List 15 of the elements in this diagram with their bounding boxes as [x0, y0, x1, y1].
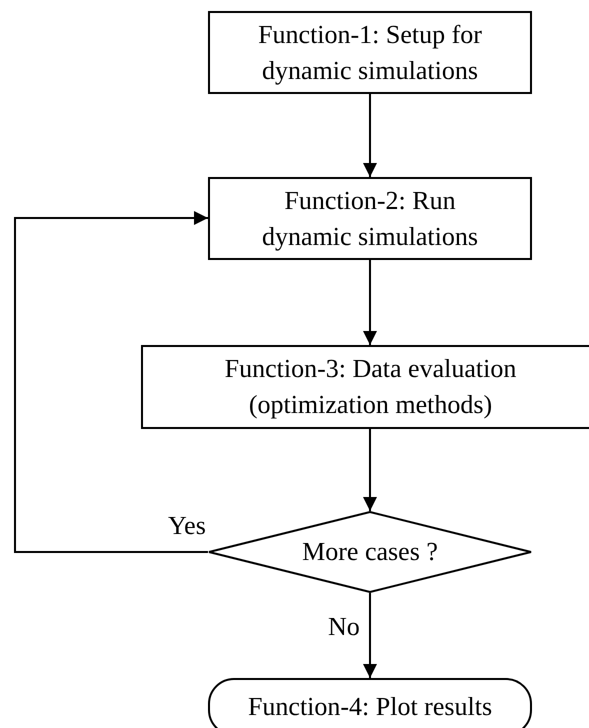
arrow [14, 211, 208, 553]
node-text: Function-4: Plot results [248, 691, 492, 723]
node-text: More cases ? [302, 536, 438, 568]
node-text: Function-1: Setup for dynamic simulations [257, 18, 483, 87]
arrow [363, 94, 377, 177]
arrow [363, 429, 377, 511]
decision-diamond [208, 511, 532, 593]
node-text: Function-3: Data evaluation (optimization methods) [224, 353, 518, 421]
process-box [208, 11, 532, 94]
arrow [363, 593, 377, 678]
terminal-box [208, 678, 532, 728]
node-text: Function-2: Run dynamic simulations [261, 184, 479, 253]
process-box [141, 345, 589, 429]
arrow [363, 260, 377, 345]
process-box [208, 177, 532, 260]
